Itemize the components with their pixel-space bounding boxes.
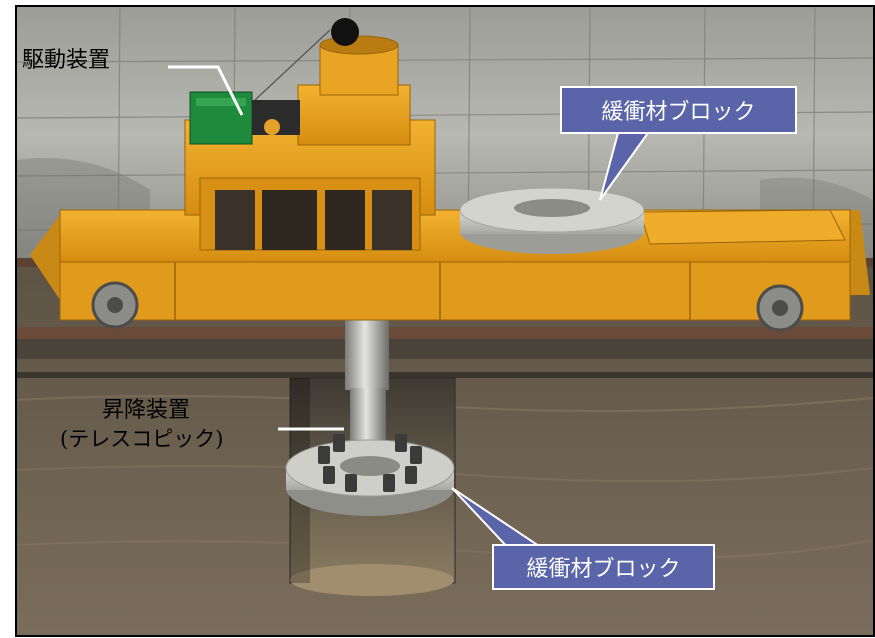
buffer-block-callout-bottom-text: 緩衝材ブロック: [526, 557, 681, 582]
wheel: [756, 284, 804, 332]
lifting-unit-label-line1: 昇降装置: [102, 398, 191, 423]
lower-buffer-block: [285, 434, 455, 516]
lifting-unit-label-line2: (テレスコピック): [60, 427, 224, 451]
buffer-block-callout-top: 緩衝材ブロック: [560, 86, 797, 134]
upper-buffer-block: [459, 187, 645, 254]
buffer-block-callout-top-text: 緩衝材ブロック: [601, 100, 756, 125]
leader-lines: [168, 65, 344, 431]
wheel: [91, 281, 139, 329]
drive-motor: [189, 91, 300, 145]
image-frame: [15, 5, 875, 637]
drive-unit-label: 駆動装置: [22, 48, 111, 73]
transport-vehicle: [30, 209, 870, 332]
buffer-block-callout-bottom: 緩衝材ブロック: [492, 544, 715, 590]
